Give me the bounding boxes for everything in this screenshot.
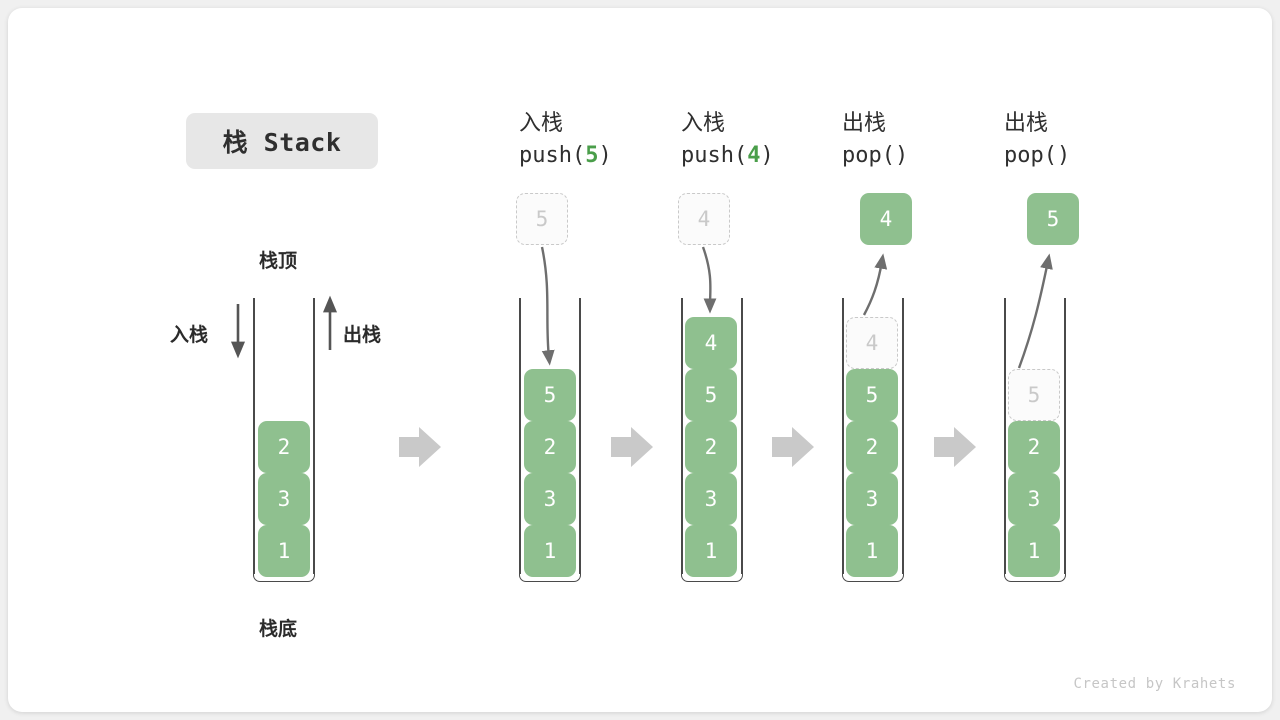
vessel-wall-right bbox=[1064, 298, 1066, 574]
stack-item: 2 bbox=[258, 421, 310, 473]
pop-direction-label: 出栈 bbox=[343, 324, 382, 346]
column-call-signature: pop() bbox=[1004, 140, 1070, 172]
column-call-signature: push(4) bbox=[681, 140, 774, 172]
vessel-wall-left bbox=[253, 298, 255, 574]
stack-item: 2 bbox=[1008, 421, 1060, 473]
vessel-wall-left bbox=[842, 298, 844, 574]
call-suffix: ) bbox=[760, 142, 774, 168]
stack-item: 1 bbox=[685, 525, 737, 577]
column-call-signature: push(5) bbox=[519, 140, 612, 172]
vessel-wall-right bbox=[313, 298, 315, 574]
call-argument: 5 bbox=[585, 142, 599, 168]
stack-item: 1 bbox=[846, 525, 898, 577]
stack-item: 5 bbox=[846, 369, 898, 421]
pending-push-value: 5 bbox=[516, 193, 568, 245]
call-argument: 4 bbox=[747, 142, 761, 168]
vessel-wall-right bbox=[741, 298, 743, 574]
column-header-4: 出栈 pop() bbox=[1004, 108, 1070, 172]
stack-item: 2 bbox=[846, 421, 898, 473]
column-call-signature: pop() bbox=[842, 140, 908, 172]
stack-item: 3 bbox=[685, 473, 737, 525]
vessel-floor bbox=[519, 572, 581, 582]
stack-item: 2 bbox=[524, 421, 576, 473]
vessel-floor bbox=[253, 572, 315, 582]
column-op-label: 入栈 bbox=[681, 111, 726, 136]
stack-item: 5 bbox=[685, 369, 737, 421]
call-prefix: pop( bbox=[1004, 142, 1057, 168]
pending-push-value: 4 bbox=[678, 193, 730, 245]
stack-vessel-step-4 bbox=[1004, 298, 1066, 582]
popped-value: 5 bbox=[1027, 193, 1079, 245]
title-badge: 栈 Stack bbox=[186, 113, 378, 169]
vessel-wall-left bbox=[681, 298, 683, 574]
stack-item: 3 bbox=[846, 473, 898, 525]
stack-item: 4 bbox=[685, 317, 737, 369]
stack-item: 3 bbox=[258, 473, 310, 525]
push-direction-label: 入栈 bbox=[170, 324, 209, 346]
reference-stack-vessel bbox=[253, 298, 315, 582]
column-header-2: 入栈 push(4) bbox=[681, 108, 774, 172]
stack-item: 5 bbox=[524, 369, 576, 421]
vessel-wall-right bbox=[902, 298, 904, 574]
removed-slot-ghost: 4 bbox=[846, 317, 898, 369]
call-prefix: pop( bbox=[842, 142, 895, 168]
stack-vessel-step-2 bbox=[681, 298, 743, 582]
stack-top-label: 栈顶 bbox=[259, 250, 298, 272]
stack-item: 2 bbox=[685, 421, 737, 473]
column-op-label: 入栈 bbox=[519, 111, 564, 136]
column-op-label: 出栈 bbox=[842, 111, 887, 136]
call-prefix: push( bbox=[519, 142, 586, 168]
call-prefix: push( bbox=[681, 142, 748, 168]
call-suffix: ) bbox=[598, 142, 612, 168]
stack-item: 3 bbox=[524, 473, 576, 525]
column-header-3: 出栈 pop() bbox=[842, 108, 908, 172]
removed-slot-ghost: 5 bbox=[1008, 369, 1060, 421]
column-header-1: 入栈 push(5) bbox=[519, 108, 612, 172]
call-suffix: ) bbox=[1056, 142, 1071, 168]
vessel-wall-right bbox=[579, 298, 581, 574]
call-suffix: ) bbox=[894, 142, 909, 168]
stack-vessel-step-3 bbox=[842, 298, 904, 582]
stack-item: 1 bbox=[1008, 525, 1060, 577]
vessel-floor bbox=[842, 572, 904, 582]
column-op-label: 出栈 bbox=[1004, 111, 1049, 136]
title-text: 栈 Stack bbox=[222, 128, 342, 157]
stack-bottom-label: 栈底 bbox=[259, 618, 298, 640]
watermark: Created by Krahets bbox=[1073, 676, 1236, 692]
vessel-wall-left bbox=[1004, 298, 1006, 574]
popped-value: 4 bbox=[860, 193, 912, 245]
stack-item: 3 bbox=[1008, 473, 1060, 525]
stack-item: 1 bbox=[258, 525, 310, 577]
stack-item: 1 bbox=[524, 525, 576, 577]
vessel-floor bbox=[1004, 572, 1066, 582]
vessel-floor bbox=[681, 572, 743, 582]
stack-vessel-step-1 bbox=[519, 298, 581, 582]
vessel-wall-left bbox=[519, 298, 521, 574]
